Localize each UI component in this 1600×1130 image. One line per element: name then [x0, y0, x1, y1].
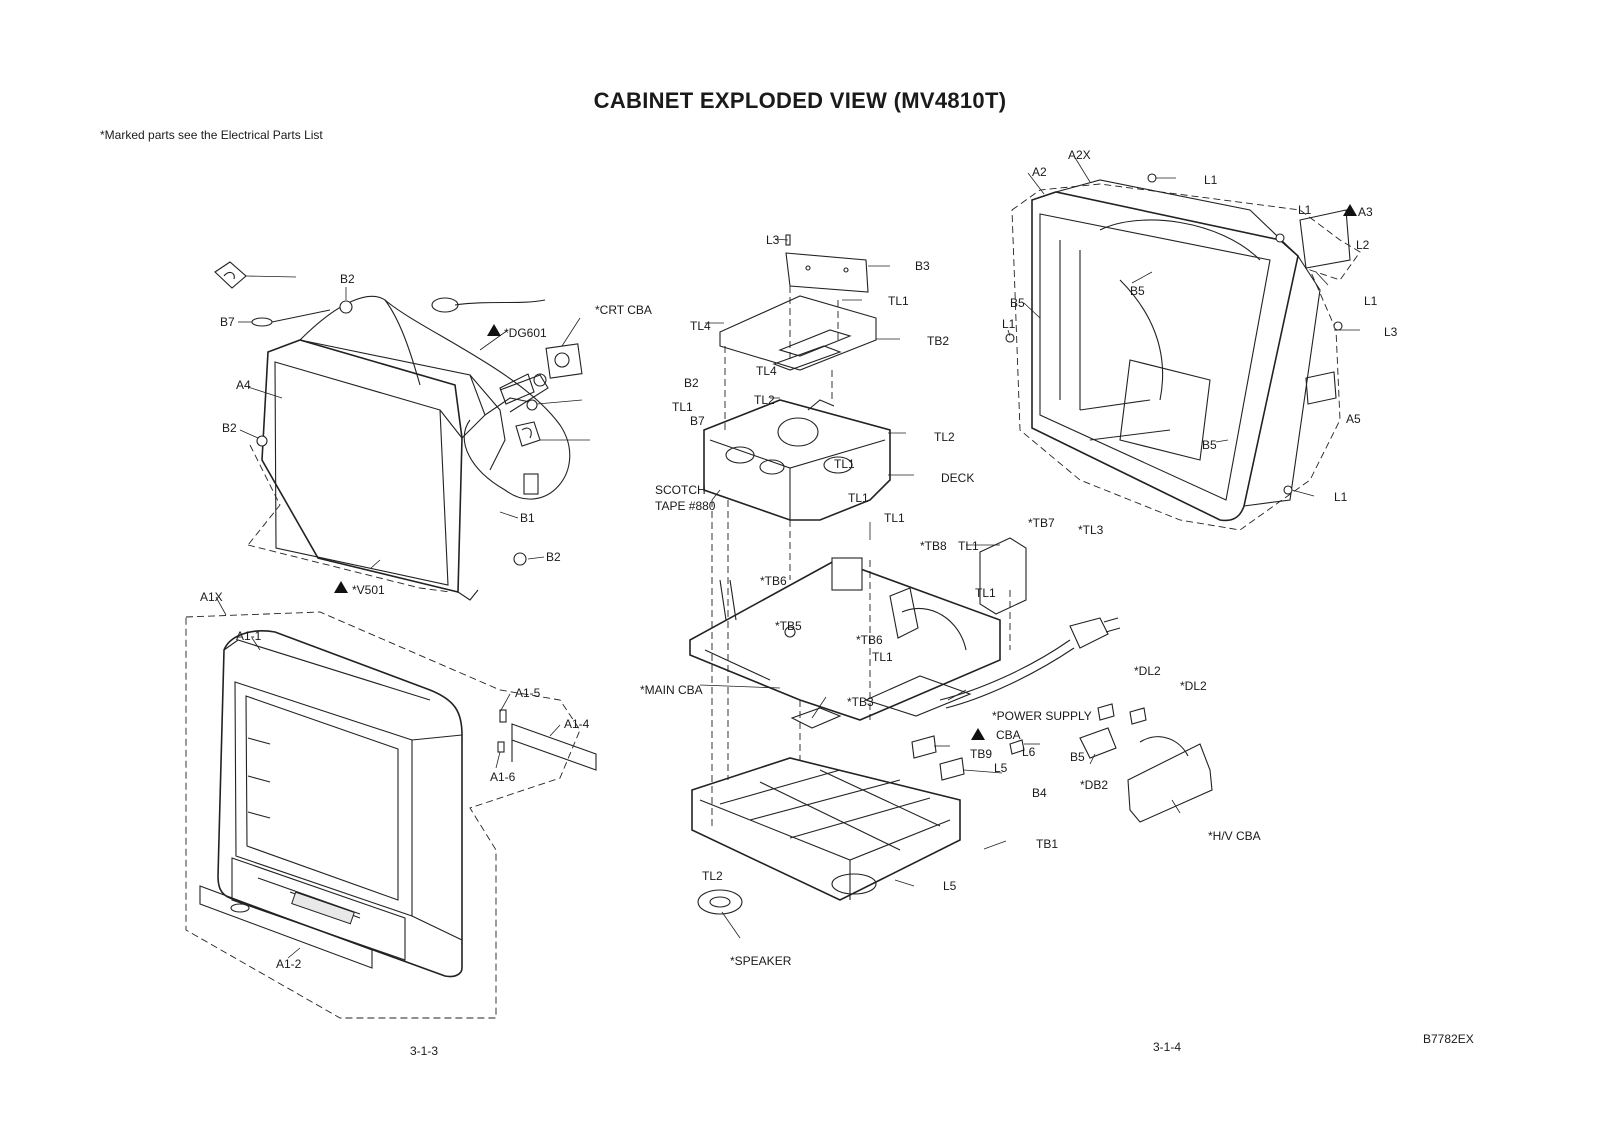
- label-tl4-b: TL4: [756, 364, 777, 378]
- label-b7-mid: B7: [690, 414, 705, 428]
- label-l1-d: L1: [1002, 317, 1016, 331]
- label-tb1: TB1: [1036, 837, 1058, 851]
- warning-triangle-icon: [971, 728, 985, 740]
- chassis-stack: [689, 234, 1213, 915]
- label-a3: A3: [1358, 205, 1373, 219]
- label-deck: DECK: [941, 471, 974, 485]
- label-a1-5: A1-5: [515, 686, 541, 700]
- label-a5: A5: [1346, 412, 1361, 426]
- label-b1: B1: [520, 511, 535, 525]
- label-l3-right: L3: [1384, 325, 1398, 339]
- label-l1-c: L1: [1364, 294, 1378, 308]
- label-tl1-g: TL1: [975, 586, 996, 600]
- label-tl1-a: TL1: [888, 294, 909, 308]
- label-l1-b: L1: [1298, 203, 1312, 217]
- page-title: CABINET EXPLODED VIEW (MV4810T): [593, 88, 1007, 113]
- warning-triangle-icon: [1343, 204, 1357, 216]
- label-v501: *V501: [352, 583, 385, 597]
- label-b5-d: B5: [1202, 438, 1217, 452]
- label-l1-e: L1: [1334, 490, 1348, 504]
- label-tl1-c: TL1: [834, 457, 855, 471]
- label-tb5: *TB5: [775, 619, 802, 633]
- label-a1-6: A1-6: [490, 770, 516, 784]
- label-tb6-b: *TB6: [856, 633, 883, 647]
- label-b7-left: B7: [220, 315, 235, 329]
- label-speaker: *SPEAKER: [730, 954, 792, 968]
- label-dl2-a: *DL2: [1134, 664, 1161, 678]
- label-tb8: *TB8: [920, 539, 947, 553]
- label-l2: L2: [1356, 238, 1370, 252]
- label-db2: *DB2: [1080, 778, 1108, 792]
- label-a1x: A1X: [200, 590, 223, 604]
- warning-triangle-icon: [334, 581, 348, 593]
- label-dl2-b: *DL2: [1180, 679, 1207, 693]
- label-tb6-a: *TB6: [760, 574, 787, 588]
- label-tl1-b: TL1: [672, 400, 693, 414]
- label-a4: A4: [236, 378, 251, 392]
- label-b2-top: B2: [340, 272, 355, 286]
- label-l5-a: L5: [994, 761, 1008, 775]
- label-l6: L6: [1022, 745, 1036, 759]
- page-number-right: 3-1-4: [1153, 1040, 1182, 1054]
- page-number-left: 3-1-3: [410, 1044, 439, 1058]
- label-tl2-c: TL2: [702, 869, 723, 883]
- label-tl1-d: TL1: [848, 491, 869, 505]
- label-tb7: *TB7: [1028, 516, 1055, 530]
- label-dg601: *DG601: [504, 326, 547, 340]
- part-labels: B2 B7 *CRT CBA *DG601 A4 B2 B1 B2 *V501 …: [200, 148, 1398, 971]
- label-tl2-a: TL2: [754, 393, 775, 407]
- label-a1-4: A1-4: [564, 717, 590, 731]
- label-b4: B4: [1032, 786, 1047, 800]
- label-tl2-b: TL2: [934, 430, 955, 444]
- label-tl4-a: TL4: [690, 319, 711, 333]
- label-b5-a: B5: [1070, 750, 1085, 764]
- label-a1-2: A1-2: [276, 957, 302, 971]
- front-cabinet-assembly: [185, 611, 597, 1019]
- label-tb9: TB9: [970, 747, 992, 761]
- label-tb3: *TB3: [847, 695, 874, 709]
- label-b2-bottom: B2: [546, 550, 561, 564]
- label-scotch: SCOTCH: [655, 483, 706, 497]
- document-code: B7782EX: [1423, 1032, 1474, 1046]
- parts-list-note: *Marked parts see the Electrical Parts L…: [100, 128, 323, 142]
- label-b3: B3: [915, 259, 930, 273]
- label-a2x: A2X: [1068, 148, 1091, 162]
- label-a2: A2: [1032, 165, 1047, 179]
- leader-lines: [215, 155, 1360, 959]
- label-a1-1: A1-1: [236, 629, 262, 643]
- label-b5-b: B5: [1010, 296, 1025, 310]
- label-tl1-e: TL1: [884, 511, 905, 525]
- label-tl3: *TL3: [1078, 523, 1104, 537]
- label-b5-c: B5: [1130, 284, 1145, 298]
- label-power-supply: *POWER SUPPLY: [992, 709, 1092, 723]
- label-l5-b: L5: [943, 879, 957, 893]
- label-tape: TAPE #880: [655, 499, 716, 513]
- label-crt-cba: *CRT CBA: [595, 303, 652, 317]
- rear-cabinet-assembly: [1005, 173, 1361, 531]
- label-l3-top: L3: [766, 233, 780, 247]
- label-b2-mid: B2: [684, 376, 699, 390]
- label-tl1-h: TL1: [872, 650, 893, 664]
- label-l1-a: L1: [1204, 173, 1218, 187]
- label-tb2: TB2: [927, 334, 949, 348]
- warning-triangle-icon: [487, 324, 501, 336]
- warning-triangles: [334, 204, 1357, 740]
- label-hv-cba: *H/V CBA: [1208, 829, 1261, 843]
- label-main-cba: *MAIN CBA: [640, 683, 703, 697]
- label-tl1-f: TL1: [958, 539, 979, 553]
- label-cba: CBA: [996, 728, 1021, 742]
- label-b2-left: B2: [222, 421, 237, 435]
- crt-assembly: [214, 261, 590, 601]
